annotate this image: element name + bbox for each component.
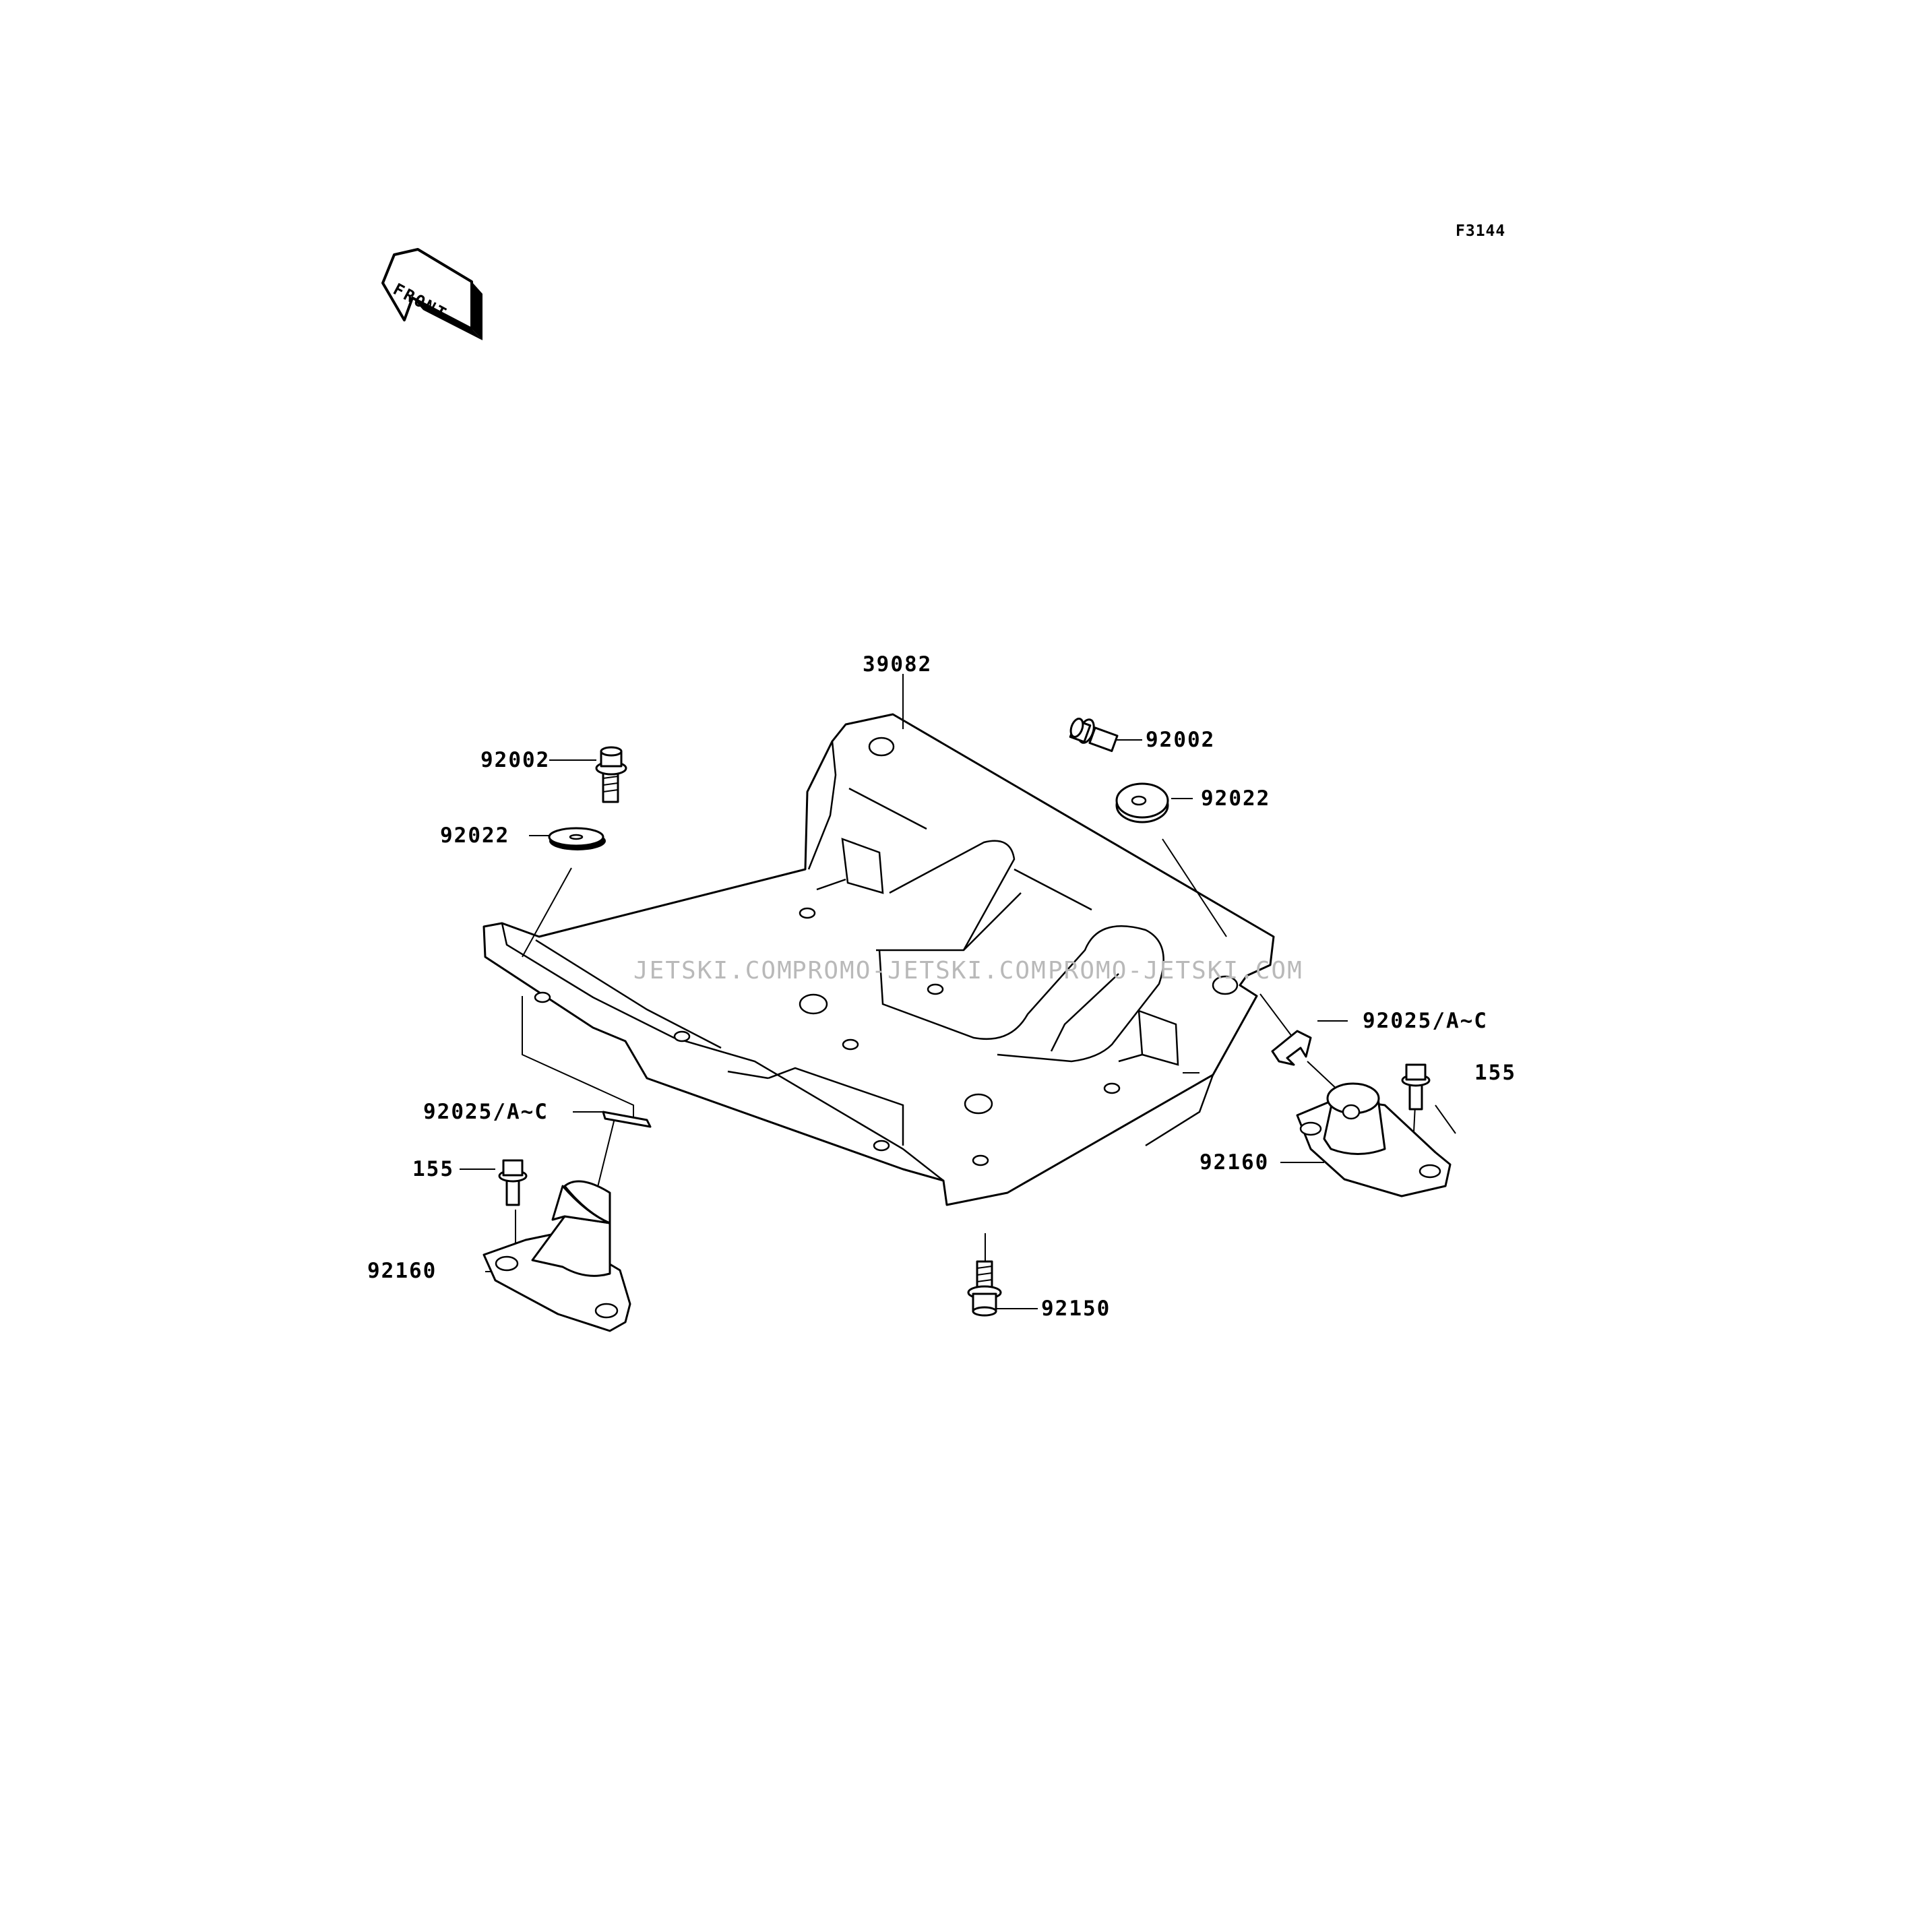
engine-mount-92160-right [1296, 1082, 1452, 1197]
callout-155-left: 155 [412, 1157, 454, 1181]
callout-92022-right: 92022 [1201, 786, 1271, 811]
shim-92025-left [602, 1111, 652, 1128]
callout-92025-left: 92025/A~C [423, 1100, 549, 1124]
figure-number: F3144 [1456, 222, 1506, 240]
engine-bed-plate-39082 [482, 713, 1275, 1206]
callout-92025-right: 92025/A~C [1363, 1009, 1488, 1033]
callout-92002-left: 92002 [480, 748, 551, 772]
front-arrow-icon [381, 248, 482, 340]
bolt-92002-left [595, 746, 627, 803]
washer-92022-right [1115, 782, 1169, 823]
callout-92002-right: 92002 [1146, 728, 1216, 752]
callout-92160-right: 92160 [1199, 1150, 1270, 1175]
bolt-92150-bottom [967, 1260, 1002, 1317]
callout-92160-left: 92160 [367, 1259, 437, 1283]
watermark-3: PROMO-JETSKI.COM [1048, 957, 1303, 985]
bolt-92002-right [1069, 718, 1119, 752]
shim-92025-right [1271, 1030, 1312, 1066]
screw-155-right [1401, 1063, 1431, 1111]
watermark-1: JETSKI.COM [633, 957, 793, 985]
callout-92150: 92150 [1041, 1297, 1111, 1321]
callout-39082: 39082 [863, 652, 933, 677]
engine-mount-92160-left [482, 1180, 631, 1332]
callout-92022-left: 92022 [440, 823, 510, 848]
washer-92022-left [548, 827, 606, 850]
screw-155-left [498, 1159, 528, 1206]
callout-155-right: 155 [1474, 1061, 1516, 1085]
watermark-2: PROMO-JETSKI.COM [792, 957, 1047, 985]
